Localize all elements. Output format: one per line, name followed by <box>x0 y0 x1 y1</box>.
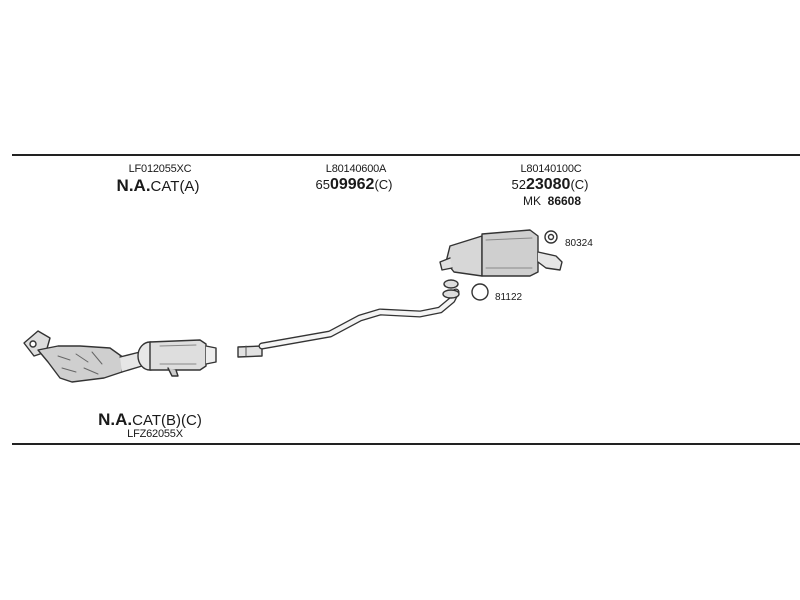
rear-muffler-main-number: 23080 <box>525 176 571 193</box>
middle-pipe-prefix: 65 <box>315 177 330 192</box>
cat-bottom-suffix: CAT(B)(C) <box>132 412 202 429</box>
hanger-part-number: 80324 <box>565 238 593 249</box>
front-catalyst-drawing <box>23 330 143 383</box>
rear-muffler-number: 5223080(C) <box>511 176 588 194</box>
rear-muffler-mk: MK 86608 <box>523 194 581 208</box>
gasket-drawing <box>442 279 489 301</box>
cat-front-part-code: LF012055XC <box>128 163 192 175</box>
middle-pipe-number: 6509962(C) <box>315 176 392 194</box>
cat-front-suffix: CAT(A) <box>150 178 200 195</box>
rear-muffler-mk-label: MK <box>522 194 541 208</box>
top-divider-line <box>12 154 800 156</box>
middle-pipe-suffix: (C) <box>374 177 393 192</box>
cat-bottom-part-code: LFZ62055X <box>127 428 183 440</box>
rear-muffler-part-code: L80140100C <box>520 163 582 175</box>
rear-muffler-drawing <box>439 229 563 277</box>
bottom-divider-line <box>12 443 800 445</box>
middle-pipe-part-code: L80140600A <box>325 163 387 175</box>
rear-muffler-mk-number: 86608 <box>547 194 582 208</box>
gasket-part-number: 81122 <box>495 292 523 303</box>
cat-front-label: N.A.CAT(A) <box>117 176 200 196</box>
main-catalyst-drawing <box>137 339 217 377</box>
middle-pipe-drawing <box>237 288 460 358</box>
middle-pipe-main-number: 09962 <box>329 176 375 193</box>
cat-bottom-na: N.A. <box>98 410 133 429</box>
cat-bottom-label: N.A.CAT(B)(C) <box>98 410 202 430</box>
cat-front-na: N.A. <box>116 176 151 195</box>
rear-muffler-suffix: (C) <box>570 177 589 192</box>
rear-muffler-prefix: 52 <box>511 177 526 192</box>
